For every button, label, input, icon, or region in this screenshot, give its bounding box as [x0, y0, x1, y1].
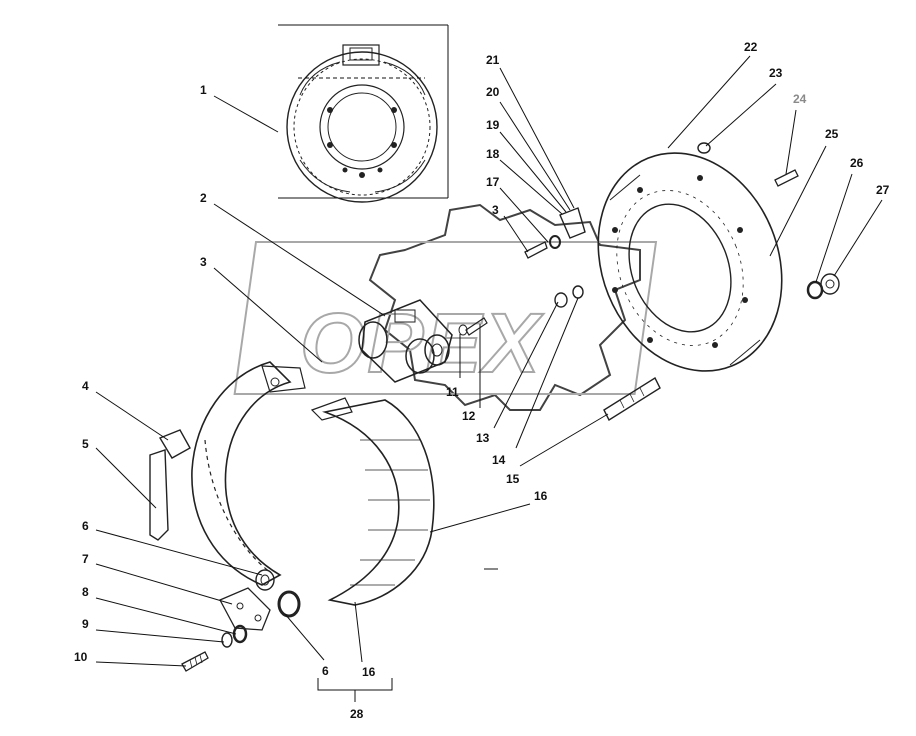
label-16-right: 16 — [534, 489, 548, 503]
brake-shoe-right — [310, 397, 435, 606]
label-23: 23 — [769, 66, 783, 80]
label-3-left: 3 — [200, 255, 207, 269]
label-20: 20 — [486, 85, 500, 99]
label-2: 2 — [200, 191, 207, 205]
watermark-frame — [233, 241, 658, 395]
label-8: 8 — [82, 585, 89, 599]
part-1-inset-view — [278, 24, 449, 203]
leader-lines — [95, 55, 883, 702]
label-13: 13 — [476, 431, 490, 445]
parts-4-5-lever — [149, 429, 191, 541]
label-6-left: 6 — [82, 519, 89, 533]
watermark-text: OPEX — [300, 296, 544, 390]
label-25: 25 — [825, 127, 839, 141]
label-4: 4 — [82, 379, 89, 393]
label-3-right: 3 — [492, 203, 499, 217]
label-18: 18 — [486, 147, 500, 161]
label-7: 7 — [82, 552, 89, 566]
label-24: 24 — [793, 92, 807, 106]
label-1: 1 — [200, 83, 207, 97]
parts-6-to-10-fasteners — [181, 569, 301, 672]
label-16-bottom: 16 — [362, 665, 376, 679]
label-17: 17 — [486, 175, 500, 189]
label-11: 11 — [446, 385, 459, 399]
label-15: 15 — [506, 472, 520, 486]
label-14: 14 — [492, 453, 506, 467]
callout-labels: 1 2 3 3 4 5 6 6 7 8 9 10 11 12 13 14 15 … — [74, 40, 890, 721]
label-27: 27 — [876, 183, 890, 197]
label-12: 12 — [462, 409, 476, 423]
label-22: 22 — [744, 40, 758, 54]
part-2-wheel-cylinder — [358, 299, 453, 383]
label-26: 26 — [850, 156, 864, 170]
label-19: 19 — [486, 118, 500, 132]
label-6-bottom: 6 — [322, 664, 329, 678]
brake-shoe-left — [191, 361, 306, 586]
small-hardware — [458, 142, 840, 422]
backing-plate — [597, 152, 783, 372]
label-28: 28 — [350, 707, 364, 721]
label-5: 5 — [82, 437, 89, 451]
watermark-gear — [368, 203, 641, 411]
label-21: 21 — [486, 53, 500, 67]
watermark: OPEX — [233, 203, 658, 411]
label-10: 10 — [74, 650, 88, 664]
label-9: 9 — [82, 617, 89, 631]
